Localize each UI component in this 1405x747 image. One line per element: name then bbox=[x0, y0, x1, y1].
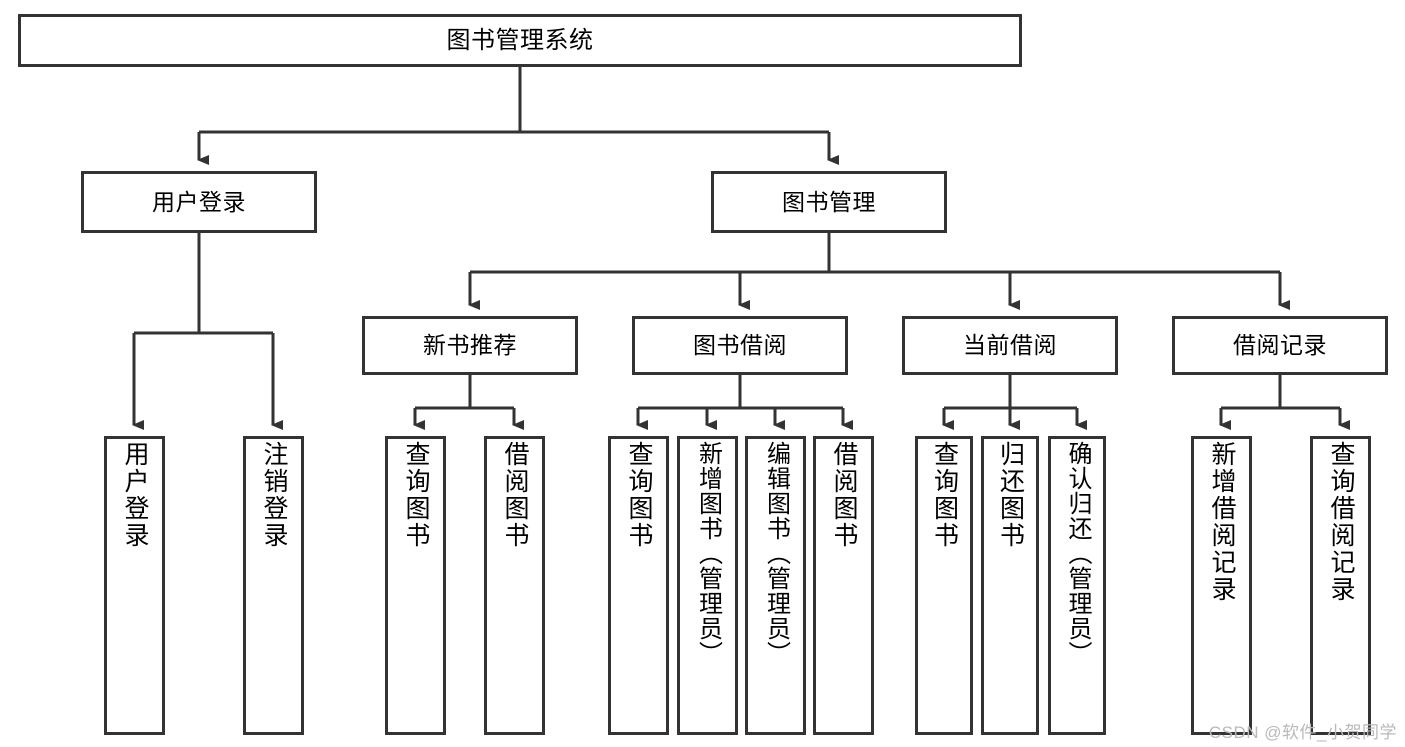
node-leaf-user-login[interactable]: 用户登录 bbox=[104, 436, 165, 735]
node-user-login-label: 用户登录 bbox=[152, 188, 246, 215]
node-book-borrow-label: 图书借阅 bbox=[693, 332, 787, 359]
node-leaf-user-login-label: 用户登录 bbox=[121, 441, 149, 549]
node-leaf-borrow-book-1-label: 借阅图书 bbox=[501, 441, 529, 549]
watermark-text: CSDN @软件_小贺同学 bbox=[1208, 723, 1397, 742]
node-leaf-borrow-book-2[interactable]: 借阅图书 bbox=[813, 436, 874, 735]
node-leaf-query-book-1-label: 查询图书 bbox=[402, 441, 430, 549]
node-leaf-edit-book[interactable]: 编辑图书（管理员） bbox=[745, 436, 806, 735]
node-new-book-recommend[interactable]: 新书推荐 bbox=[362, 316, 578, 375]
node-book-manage[interactable]: 图书管理 bbox=[711, 171, 947, 233]
node-leaf-query-book-2[interactable]: 查询图书 bbox=[608, 436, 669, 735]
node-leaf-add-record[interactable]: 新增借阅记录 bbox=[1191, 436, 1252, 735]
node-new-book-recommend-label: 新书推荐 bbox=[423, 332, 517, 359]
node-leaf-query-book-1[interactable]: 查询图书 bbox=[385, 436, 446, 735]
node-current-borrow-label: 当前借阅 bbox=[963, 332, 1057, 359]
node-leaf-return-book[interactable]: 归还图书 bbox=[981, 436, 1039, 735]
node-leaf-confirm-return-label: 确认归还（管理员） bbox=[1064, 441, 1091, 666]
node-leaf-query-record[interactable]: 查询借阅记录 bbox=[1310, 436, 1371, 735]
node-leaf-borrow-book-2-label: 借阅图书 bbox=[830, 441, 858, 549]
node-leaf-add-record-label: 新增借阅记录 bbox=[1208, 441, 1236, 603]
node-root-label: 图书管理系统 bbox=[446, 26, 594, 54]
node-book-borrow[interactable]: 图书借阅 bbox=[632, 316, 848, 375]
node-borrow-record-label: 借阅记录 bbox=[1233, 332, 1327, 359]
node-leaf-query-book-2-label: 查询图书 bbox=[625, 441, 653, 549]
node-leaf-return-book-label: 归还图书 bbox=[996, 441, 1025, 549]
node-leaf-query-book-3-label: 查询图书 bbox=[930, 441, 959, 549]
node-current-borrow[interactable]: 当前借阅 bbox=[902, 316, 1118, 375]
node-leaf-add-book[interactable]: 新增图书（管理员） bbox=[677, 436, 738, 735]
node-borrow-record[interactable]: 借阅记录 bbox=[1172, 316, 1388, 375]
node-book-manage-label: 图书管理 bbox=[782, 188, 876, 215]
node-leaf-query-book-3[interactable]: 查询图书 bbox=[915, 436, 973, 735]
node-user-login[interactable]: 用户登录 bbox=[81, 171, 317, 233]
node-leaf-add-book-label: 新增图书（管理员） bbox=[694, 441, 722, 666]
node-leaf-query-record-label: 查询借阅记录 bbox=[1327, 441, 1355, 603]
node-leaf-edit-book-label: 编辑图书（管理员） bbox=[762, 441, 790, 666]
node-leaf-confirm-return[interactable]: 确认归还（管理员） bbox=[1048, 436, 1106, 735]
node-leaf-borrow-book-1[interactable]: 借阅图书 bbox=[484, 436, 545, 735]
node-leaf-user-logout-label: 注销登录 bbox=[260, 441, 288, 549]
node-leaf-user-logout[interactable]: 注销登录 bbox=[243, 436, 304, 735]
node-root[interactable]: 图书管理系统 bbox=[18, 14, 1022, 67]
